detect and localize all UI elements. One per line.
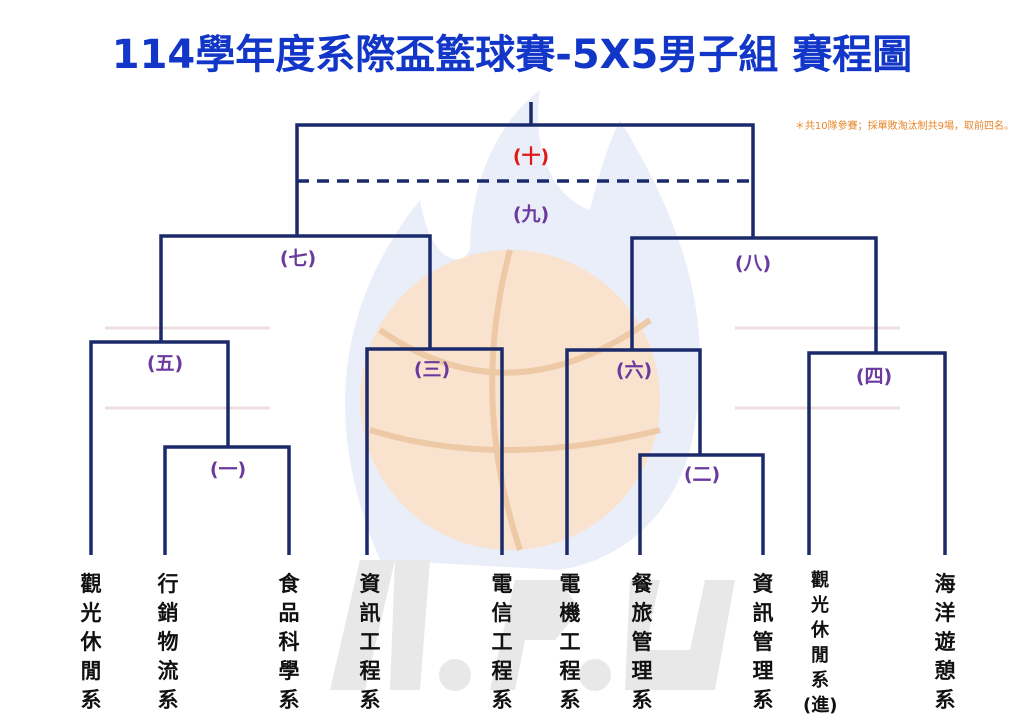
- game-3-label: (三): [413, 358, 451, 381]
- game-2-label: (二): [683, 463, 721, 486]
- game7-bracket: [159, 234, 432, 349]
- team-name: 資訊管理系: [752, 572, 774, 712]
- game8-bracket: [630, 236, 878, 353]
- team-name: 海洋遊憩系: [934, 572, 956, 712]
- team-name: 行銷物流系: [157, 572, 179, 712]
- team-name: 餐旅管理系: [631, 572, 653, 712]
- game-1-label: (一): [209, 458, 247, 481]
- game-4-label: (四): [855, 365, 893, 388]
- game-8-label: (八): [734, 252, 772, 275]
- team-name: 電信工程系: [491, 572, 513, 712]
- game-5-label: (五): [146, 352, 184, 375]
- game4-bracket: [807, 351, 947, 555]
- game-9-label: (九): [512, 203, 550, 226]
- game1-bracket: [163, 445, 291, 555]
- tournament-note: ＊共10隊參賽；採單敗淘汰制共9場，取前四名。: [794, 121, 1014, 132]
- game-10-label: (十): [512, 145, 550, 168]
- basketball-shape: [360, 250, 660, 550]
- team-name: 觀光休閒系: [80, 572, 102, 712]
- game5-bracket: [89, 340, 230, 555]
- page-title: 114學年度系際盃籃球賽-5X5男子組 賽程圖: [111, 32, 913, 78]
- team-name: 食品科學系: [278, 572, 300, 712]
- game-6-label: (六): [615, 359, 653, 382]
- game3-bracket: [365, 347, 504, 555]
- game2-bracket: [638, 453, 765, 555]
- team-name: 電機工程系: [559, 572, 581, 712]
- game6-bracket: [565, 348, 702, 555]
- team-name: 資訊工程系: [359, 572, 381, 712]
- team-name: 觀光休閒系(進): [803, 570, 838, 716]
- game-7-label: (七): [279, 247, 317, 270]
- npu-watermark-shape: [330, 560, 735, 691]
